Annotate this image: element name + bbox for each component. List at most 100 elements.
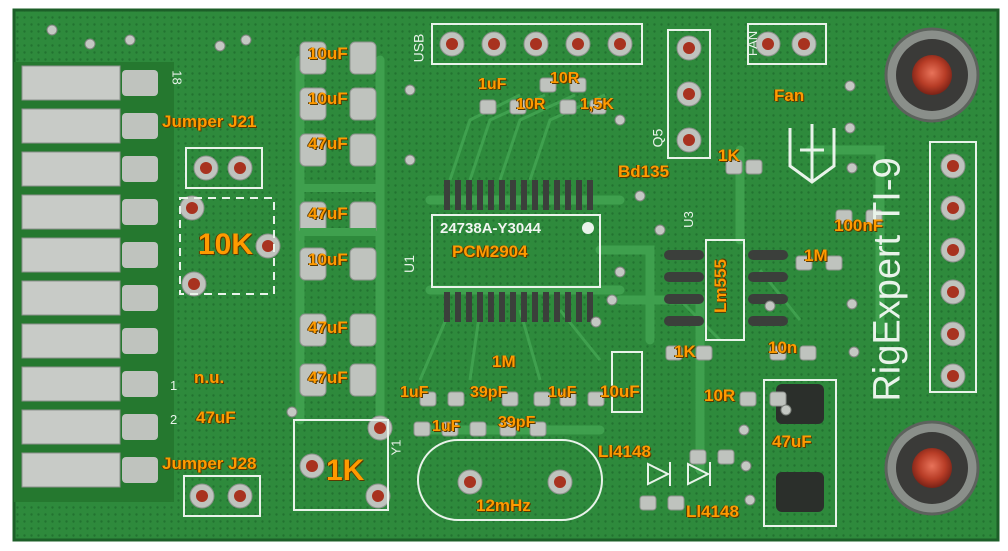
chip-pin: [488, 292, 494, 322]
label-cap-47uf-1: 47uF: [308, 134, 348, 153]
right-header-outline: [929, 141, 977, 393]
via: [844, 80, 856, 92]
smd-pad: [725, 159, 743, 175]
smd-pad: [769, 345, 787, 361]
chip-pin: [466, 292, 472, 322]
via: [846, 298, 858, 310]
label-cap-47uf-2: 47uF: [308, 204, 348, 223]
smd-pad: [865, 209, 883, 225]
smd-pad: [569, 77, 587, 93]
chip-pin: [521, 180, 527, 210]
fan-header-outline: [747, 23, 827, 65]
timer-pin: [664, 250, 704, 260]
trimmer-outline: [293, 419, 389, 511]
label-cap-10n: 10n: [768, 338, 798, 357]
via: [844, 122, 856, 134]
transistor-outline: [667, 29, 711, 159]
label-lm555: Lm555: [710, 259, 730, 313]
smd-pad: [825, 255, 843, 271]
label-trimmer-1k: 1K: [326, 454, 365, 487]
smd-pad: [469, 421, 487, 437]
connector-finger: [21, 65, 121, 101]
via: [124, 34, 136, 46]
chip-pin: [565, 292, 571, 322]
label-cap-39pf-b: 39pF: [498, 414, 536, 431]
chip-pin: [455, 292, 461, 322]
silk-pin-1: 1: [170, 378, 178, 393]
via: [286, 406, 298, 418]
cap-pad: [349, 363, 377, 397]
label-cap-47uf-3: 47uF: [308, 318, 348, 337]
label-cap-100nf: 100nF: [834, 216, 884, 235]
timer-pin: [748, 294, 788, 304]
jumper-bottom-outline: [183, 475, 261, 517]
connector-pad: [122, 414, 158, 440]
connector-finger: [21, 366, 121, 402]
connector-finger: [21, 151, 121, 187]
connector-pad: [122, 328, 158, 354]
chip-pin: [510, 180, 516, 210]
via: [634, 190, 646, 202]
button-top: [884, 27, 980, 123]
label-diode-b: Ll4148: [686, 502, 739, 521]
connector-finger: [21, 237, 121, 273]
smd-pad: [769, 391, 787, 407]
smd-pad: [587, 391, 605, 407]
smd-pad: [695, 345, 713, 361]
label-cap-1uf-b: 1uF: [548, 384, 577, 401]
silk-usb: USB: [410, 33, 427, 63]
cap-pad: [349, 87, 377, 121]
label-res-1k-top: 1K: [718, 146, 740, 165]
silk-u1: U1: [400, 255, 417, 273]
timer-pin: [664, 294, 704, 304]
cap-pad: [299, 247, 327, 281]
silk-chip-mark: 24738A-Y3044: [440, 220, 541, 237]
via: [764, 300, 776, 312]
chip-pin: [532, 180, 538, 210]
chip-pin: [510, 292, 516, 322]
via: [654, 224, 666, 236]
silk-u3: U3: [680, 211, 696, 228]
chip-pin: [499, 292, 505, 322]
label-fan: Fan: [774, 86, 805, 105]
via: [590, 316, 602, 328]
silk-brand: RigExpert TI-9: [866, 157, 909, 402]
via: [240, 34, 252, 46]
via: [614, 114, 626, 126]
smd-pad: [739, 391, 757, 407]
chip-pin: [466, 180, 472, 210]
via: [848, 346, 860, 358]
timer-pin: [664, 316, 704, 326]
smd-pad: [447, 391, 465, 407]
smd-pad: [639, 495, 657, 511]
smd-pad: [665, 345, 683, 361]
usb-header-outline: [431, 23, 643, 65]
via: [46, 24, 58, 36]
button-bottom: [884, 420, 980, 516]
chip-pin: [532, 292, 538, 322]
smd-pad: [419, 391, 437, 407]
connector-pad: [122, 70, 158, 96]
chip-pin: [444, 292, 450, 322]
label-transistor: Bd135: [618, 162, 670, 181]
smd-pad: [479, 99, 497, 115]
connector-pad: [122, 371, 158, 397]
connector-pad: [122, 199, 158, 225]
pot-outline: [179, 197, 275, 295]
smd-pad: [835, 209, 853, 225]
label-cap-1uf-a: 1uF: [400, 384, 429, 401]
silk-pin-18: 18: [169, 70, 185, 85]
chip-pin: [554, 292, 560, 322]
via: [740, 460, 752, 472]
via: [780, 404, 792, 416]
cap-pad: [349, 247, 377, 281]
label-not-used: n.u.: [194, 368, 225, 387]
chip-pin: [565, 180, 571, 210]
label-cap-47uf-4: 47uF: [308, 368, 348, 387]
smd-pad: [559, 99, 577, 115]
silk-pin-2: 2: [170, 412, 178, 427]
label-chip-pcm2904: PCM2904: [452, 242, 528, 261]
connector-finger: [21, 323, 121, 359]
via: [606, 294, 618, 306]
